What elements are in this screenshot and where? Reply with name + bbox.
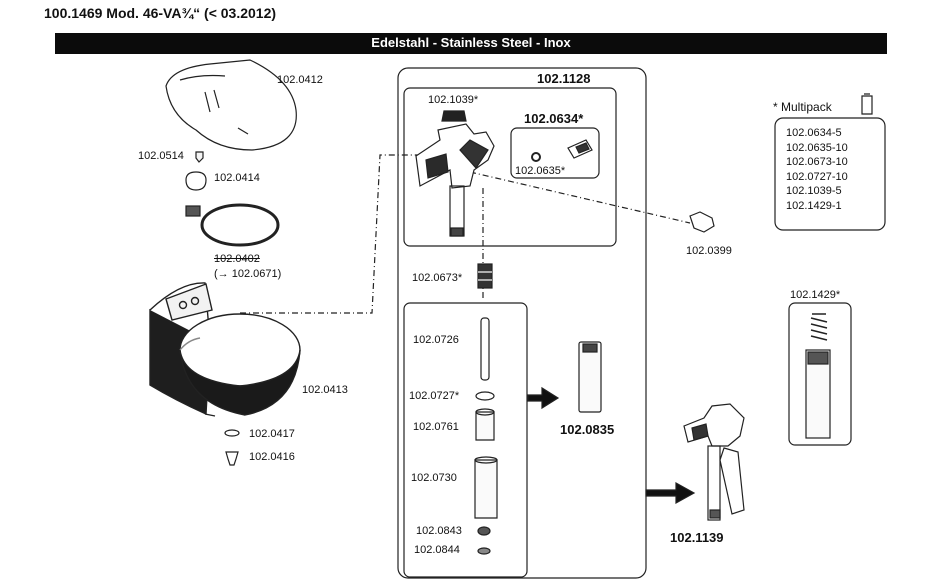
multipack-item: 102.0634-5 — [786, 127, 842, 139]
bowl-lid-102-0412 — [165, 59, 297, 151]
label-102-0843: 102.0843 — [416, 525, 462, 537]
multipack-box — [774, 117, 886, 231]
label-102-0726: 102.0726 — [413, 334, 459, 346]
tube-assembly-102-0835 — [578, 341, 602, 413]
pin-102-0726 — [480, 317, 490, 381]
multipack-item: 102.0635-10 — [786, 141, 848, 154]
label-102-0417: 102.0417 — [249, 428, 295, 440]
tube-102-0730 — [474, 459, 498, 519]
spring-cartridge-102-1429 — [805, 313, 831, 439]
assembly-box-102-1128 — [397, 67, 647, 579]
arrow-to-102-1139 — [645, 481, 696, 505]
bolt-102-0514 — [195, 151, 204, 163]
valve-sub-box-102-0634 — [510, 127, 600, 179]
label-102-0412: 102.0412 — [277, 74, 323, 86]
material-banner: Edelstahl - Stainless Steel - Inox — [55, 33, 887, 54]
seal-102-0727 — [475, 391, 495, 401]
screw-102-0416 — [225, 451, 239, 466]
multipack-item: 102.0727-10 — [786, 170, 848, 183]
label-102-0413: 102.0413 — [302, 384, 348, 396]
label-102-0402-note: (→ 102.0671) — [214, 268, 282, 280]
seal-102-0843 — [477, 526, 491, 536]
label-102-0635: 102.0635* — [515, 165, 566, 177]
clip-102-0414 — [185, 171, 207, 191]
o-ring-102-0635 — [531, 152, 541, 162]
washer-102-0417 — [224, 429, 240, 437]
multipack-item: 102.1429-1 — [786, 199, 842, 212]
label-102-0730: 102.0730 — [411, 472, 457, 484]
label-102-0761: 102.0761 — [413, 421, 459, 433]
clamp-screw — [185, 205, 201, 217]
label-102-0835: 102.0835 — [560, 422, 615, 437]
label-102-0727: 102.0727* — [409, 390, 460, 402]
label-102-0399: 102.0399 — [686, 245, 732, 257]
material-banner-text: Edelstahl - Stainless Steel - Inox — [371, 35, 571, 50]
insert-parts-box — [403, 302, 528, 578]
multipack-icon — [861, 93, 873, 115]
arrow-to-102-0835 — [527, 386, 560, 410]
label-102-0634: 102.0634* — [524, 111, 584, 126]
label-102-0514: 102.0514 — [138, 150, 184, 162]
multipack-item: 102.0673-10 — [786, 156, 848, 168]
valve-assembly-102-1139 — [683, 403, 745, 521]
plug-102-0399 — [689, 211, 715, 233]
seal-102-0844 — [477, 547, 491, 555]
label-102-0673: 102.0673* — [412, 272, 463, 284]
water-bowl-102-0413 — [149, 282, 301, 417]
label-102-1429: 102.1429* — [790, 289, 841, 301]
label-102-1128: 102.1128 — [537, 71, 591, 86]
label-102-0416: 102.0416 — [249, 451, 295, 463]
multipack-list: 102.0634-5 102.0635-10 102.0673-10 102.0… — [786, 126, 848, 213]
sleeve-102-0761 — [475, 411, 495, 441]
page-title: 100.1469 Mod. 46-VA¾“ (< 03.2012) — [44, 5, 277, 21]
valve-head-box — [403, 87, 617, 247]
label-102-1039: 102.1039* — [428, 94, 479, 106]
label-102-0844: 102.0844 — [414, 544, 460, 556]
label-102-1139: 102.1139 — [670, 530, 724, 545]
label-102-0414: 102.0414 — [214, 172, 260, 184]
label-102-0402: 102.0402 — [214, 253, 260, 265]
spring-part-box — [788, 302, 852, 446]
multipack-title: * Multipack — [773, 100, 832, 114]
valve-head-102-1039 — [415, 110, 495, 237]
multipack-item: 102.1039-5 — [786, 185, 842, 197]
insert-102-0673 — [477, 263, 493, 289]
ring-102-0402 — [200, 203, 280, 247]
